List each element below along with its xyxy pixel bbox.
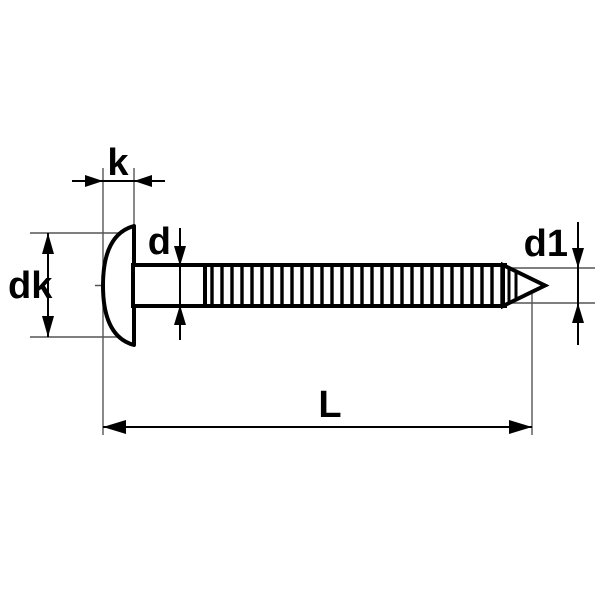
dim-label-dk: dk — [8, 265, 53, 307]
dim-arrow-k-right — [134, 175, 152, 187]
dim-arrow-d-top — [174, 246, 186, 266]
dim-arrow-k-left — [85, 175, 103, 187]
screw-tip — [501, 261, 550, 310]
dim-label-d1: d1 — [524, 223, 568, 265]
dimension-dk: dk — [8, 233, 54, 337]
dimension-d: d — [148, 221, 186, 340]
dim-arrow-L-right — [509, 420, 532, 434]
dim-label-L: L — [318, 384, 341, 426]
dim-label-d: d — [148, 221, 171, 263]
tip-ribs — [507, 268, 518, 303]
dim-arrow-d-bottom — [174, 305, 186, 325]
screw-body — [101, 224, 550, 347]
screw-shank-threaded — [203, 263, 507, 308]
dim-label-k: k — [107, 142, 129, 184]
dim-arrow-d1-bottom — [572, 303, 584, 323]
dimension-d1: d1 — [524, 222, 584, 345]
dimension-L: L — [103, 384, 532, 434]
thread-ribs — [210, 265, 504, 306]
screw-shank-plain — [131, 263, 209, 308]
dim-arrow-dk-top — [42, 233, 54, 254]
screw-head — [101, 224, 136, 347]
dim-arrow-L-left — [103, 420, 126, 434]
dimension-k: k — [72, 142, 165, 187]
dim-arrow-d1-top — [572, 248, 584, 268]
dim-arrow-dk-bottom — [42, 316, 54, 337]
